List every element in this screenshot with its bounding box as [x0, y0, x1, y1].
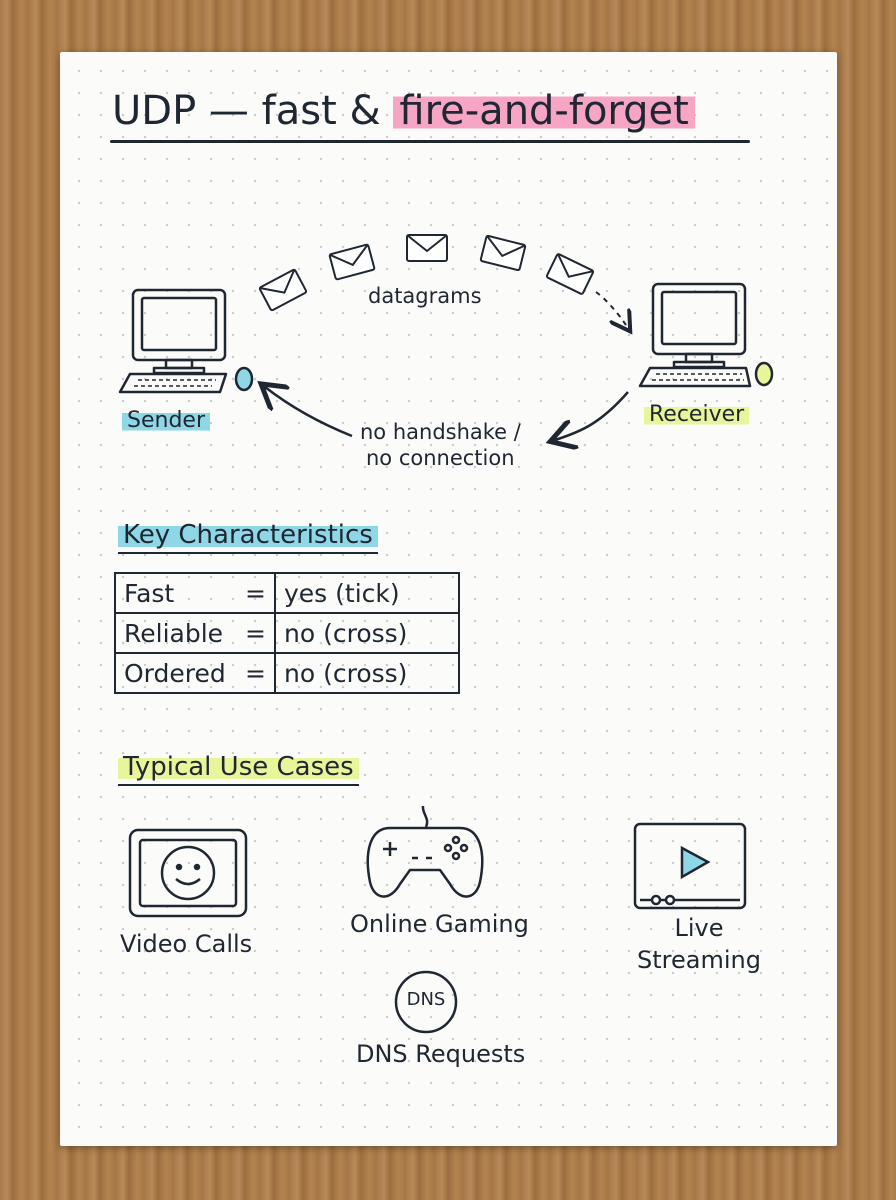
game-controller-icon: [366, 805, 484, 898]
online-gaming-label: Online Gaming: [350, 910, 529, 938]
envelope-icon-3: [406, 234, 448, 262]
live-streaming-label-line1: Live: [674, 914, 724, 942]
return-arrow-icon: [555, 391, 629, 440]
sender-label: Sender: [122, 408, 210, 433]
no-handshake-label: no handshake /: [360, 420, 521, 444]
notebook-page: UDP — fast & fire-and-forget: [60, 52, 837, 1146]
dns-requests-label: DNS Requests: [356, 1040, 526, 1068]
row-value: yes (tick): [274, 572, 460, 614]
row-equals: =: [245, 578, 266, 608]
live-streaming-label-line2: Streaming: [637, 946, 761, 974]
receiver-label: Receiver: [644, 402, 750, 427]
dns-icon: [394, 970, 458, 1034]
envelope-icon-4: [479, 234, 527, 272]
video-call-icon: [128, 828, 248, 918]
sender-computer-icon: [118, 288, 254, 394]
table-row: Reliable = no (cross): [114, 612, 460, 654]
row-name: Ordered: [124, 658, 226, 688]
receiver-computer-icon: [638, 282, 774, 388]
row-equals: =: [245, 618, 266, 648]
page-title: UDP — fast & fire-and-forget: [112, 88, 695, 134]
return-arrow-left-icon: [265, 387, 353, 438]
row-equals: =: [245, 658, 266, 688]
no-connection-label: no connection: [366, 446, 515, 470]
envelope-icon-2: [328, 243, 376, 281]
dns-icon-text: DNS: [406, 989, 446, 1010]
table-row: Fast = yes (tick): [114, 572, 460, 614]
row-value: no (cross): [274, 612, 460, 654]
row-name: Fast: [124, 578, 175, 608]
envelope-icon-5: [545, 253, 595, 295]
use-cases-heading: Typical Use Cases: [118, 752, 359, 786]
datagrams-label: datagrams: [368, 284, 482, 308]
key-characteristics-heading: Key Characteristics: [118, 520, 378, 554]
envelope-icon-1: [258, 268, 308, 312]
datagram-arrow-icon: [595, 291, 628, 328]
row-value: no (cross): [274, 652, 460, 694]
title-prefix: UDP — fast &: [112, 88, 394, 134]
video-calls-label: Video Calls: [120, 930, 253, 958]
table-row: Ordered = no (cross): [114, 652, 460, 694]
diagram-drawing: [118, 234, 774, 1034]
characteristics-table: Fast = yes (tick) Reliable = no (cross) Or…: [114, 572, 460, 694]
video-player-icon: [633, 822, 747, 910]
row-name: Reliable: [124, 618, 224, 648]
title-highlight: fire-and-forget: [393, 88, 695, 134]
title-underline: [110, 140, 750, 143]
